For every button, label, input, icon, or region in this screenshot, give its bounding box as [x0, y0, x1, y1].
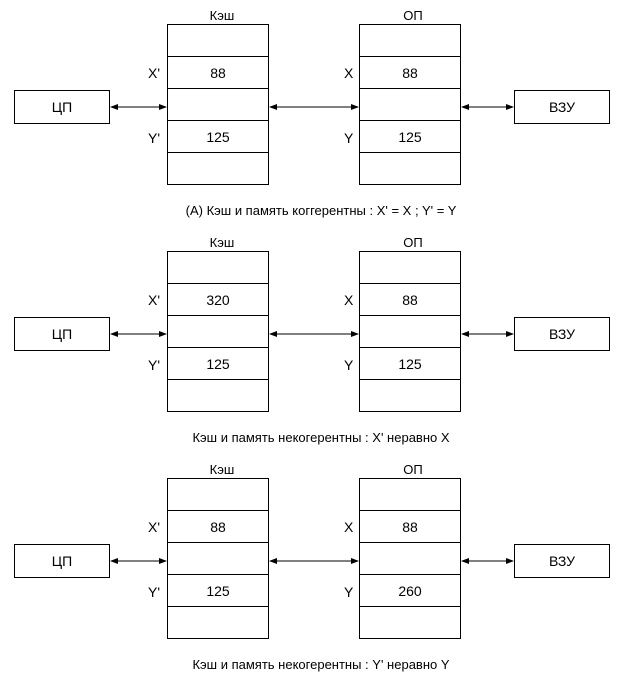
cache-cell-y: 125 — [168, 121, 268, 153]
memory-cell — [360, 25, 460, 57]
cache-cell-y: 125 — [168, 575, 268, 607]
memory-cell-x: 88 — [360, 511, 460, 543]
y-label: Y — [344, 130, 354, 146]
cache-cell — [168, 25, 268, 57]
cache-cell-x: 320 — [168, 284, 268, 316]
external-storage-box: ВЗУ — [514, 317, 610, 351]
cache-title: Кэш — [209, 8, 235, 23]
connection-arrows — [110, 331, 514, 337]
memory-stack: 88 125 — [359, 251, 461, 412]
memory-cell-x: 88 — [360, 57, 460, 89]
cache-title: Кэш — [209, 235, 235, 250]
x-prime-label: X' — [148, 65, 161, 81]
cache-title: Кэш — [209, 462, 235, 477]
cache-cell — [168, 316, 268, 348]
scenario-coherent: Кэш ОП 88 125 88 125 X' Y' X Y ЦП ВЗУ (А… — [0, 0, 642, 225]
x-prime-label: X' — [148, 292, 161, 308]
memory-cell-y: 125 — [360, 348, 460, 380]
memory-title: ОП — [403, 235, 423, 250]
memory-cell — [360, 479, 460, 511]
memory-stack: 88 125 — [359, 24, 461, 185]
cache-cell-x: 88 — [168, 511, 268, 543]
cache-cell — [168, 89, 268, 121]
memory-title: ОП — [403, 462, 423, 477]
y-prime-label: Y' — [148, 130, 161, 146]
scenario-caption: (А) Кэш и память коггерентны : X' = X ; … — [185, 203, 457, 218]
x-label: X — [344, 65, 354, 81]
connection-arrows — [110, 558, 514, 564]
cache-cell-x: 88 — [168, 57, 268, 89]
cache-cell — [168, 252, 268, 284]
scenario-caption: Кэш и память некогерентны : X' неравно X — [192, 430, 450, 445]
x-label: X — [344, 519, 354, 535]
cache-cell-y: 125 — [168, 348, 268, 380]
scenario-incoherent-y: Кэш ОП 88 125 88 260 X' Y' X Y ЦП ВЗУ Кэ… — [0, 454, 642, 679]
external-storage-box: ВЗУ — [514, 544, 610, 578]
memory-cell-y: 260 — [360, 575, 460, 607]
memory-cell — [360, 252, 460, 284]
cache-stack: 320 125 — [167, 251, 269, 412]
memory-title: ОП — [403, 8, 423, 23]
connection-arrows — [110, 104, 514, 110]
cache-cell — [168, 543, 268, 575]
cache-cell — [168, 479, 268, 511]
external-storage-box: ВЗУ — [514, 90, 610, 124]
cpu-box: ЦП — [14, 90, 110, 124]
memory-cell — [360, 89, 460, 121]
y-prime-label: Y' — [148, 584, 161, 600]
memory-cell — [360, 543, 460, 575]
scenario-incoherent-x: Кэш ОП 320 125 88 125 X' Y' X Y ЦП ВЗУ К… — [0, 227, 642, 452]
y-label: Y — [344, 584, 354, 600]
scenario-caption: Кэш и память некогерентны : Y' неравно Y — [192, 657, 450, 672]
cache-stack: 88 125 — [167, 478, 269, 639]
y-prime-label: Y' — [148, 357, 161, 373]
cache-stack: 88 125 — [167, 24, 269, 185]
memory-cell — [360, 316, 460, 348]
x-label: X — [344, 292, 354, 308]
y-label: Y — [344, 357, 354, 373]
x-prime-label: X' — [148, 519, 161, 535]
memory-stack: 88 260 — [359, 478, 461, 639]
memory-cell-x: 88 — [360, 284, 460, 316]
cpu-box: ЦП — [14, 317, 110, 351]
memory-cell-y: 125 — [360, 121, 460, 153]
cpu-box: ЦП — [14, 544, 110, 578]
